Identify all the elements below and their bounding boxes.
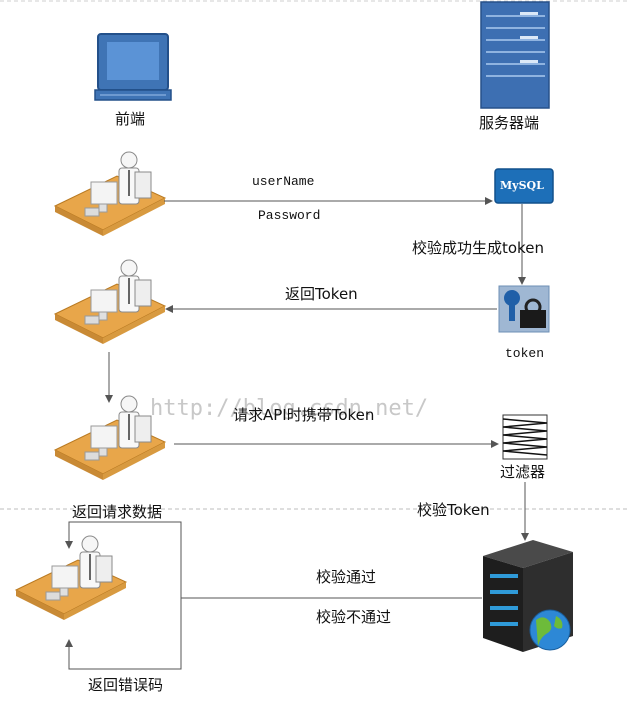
return-data-label: 返回请求数据 — [72, 503, 163, 521]
return-error-label: 返回错误码 — [88, 676, 164, 694]
mysql-logo-text: MySQL — [500, 179, 544, 192]
verify-pass-label: 校验通过 — [316, 568, 377, 586]
request-with-token-label: 请求API时携带Token — [233, 406, 375, 424]
frontend-label: 前端 — [115, 110, 146, 128]
token-label: token — [505, 346, 545, 361]
return-token-label: 返回Token — [285, 285, 358, 303]
watermark-text: http://blog.csdn.net/ — [150, 396, 429, 421]
verify-success-label: 校验成功生成token — [412, 239, 544, 257]
username-label: userName — [252, 174, 315, 189]
filter-label: 过滤器 — [500, 463, 546, 481]
password-label: Password — [258, 208, 321, 223]
verify-token-label: 校验Token — [417, 501, 490, 519]
verify-fail-label: 校验不通过 — [316, 608, 392, 626]
server-label: 服务器端 — [479, 114, 540, 132]
